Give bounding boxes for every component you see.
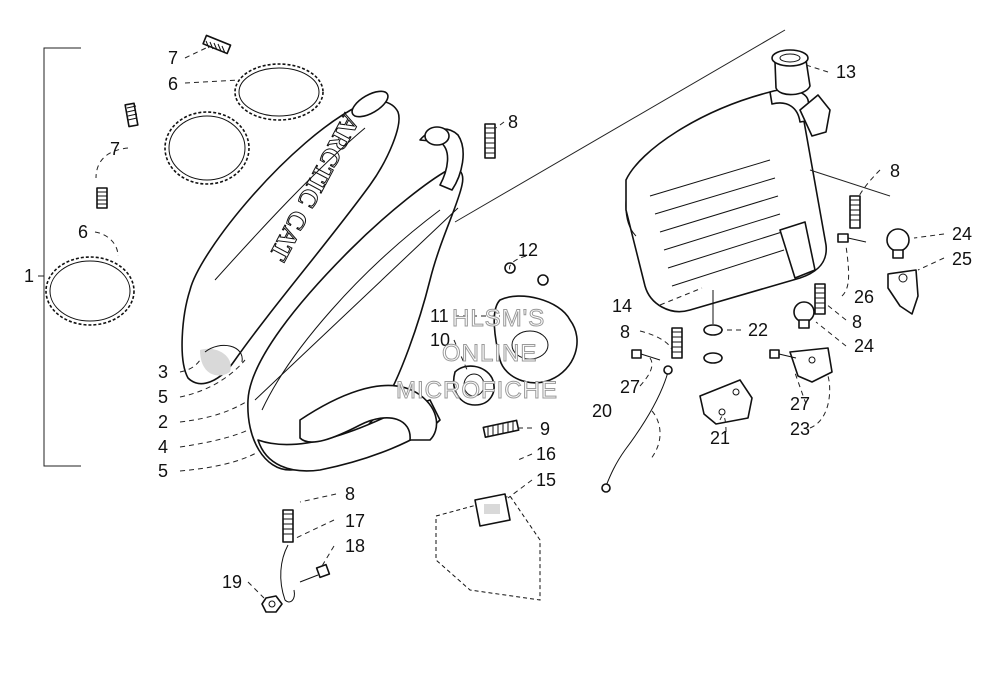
callout-19: 19 (222, 572, 242, 592)
callout-22: 22 (748, 320, 768, 340)
grommet (793, 301, 815, 329)
callout-8a: 8 (508, 112, 518, 132)
spring-icon (814, 283, 826, 315)
bolt-icon (769, 349, 797, 359)
callout-20: 20 (592, 401, 612, 421)
callout-labels: 1 2 3 4 5 5 6 6 7 7 8 8 8 8 8 9 10 11 12… (24, 48, 972, 592)
clamp-ring (234, 63, 324, 121)
spring-icon (484, 123, 496, 159)
spring-icon (671, 327, 683, 359)
spring-icon (482, 419, 520, 439)
spring-icon (202, 34, 232, 55)
callout-12: 12 (518, 240, 538, 260)
callout-3: 3 (158, 362, 168, 382)
callout-1: 1 (24, 266, 34, 286)
watermark-line-2: ONLINE (442, 340, 537, 367)
watermark-line-3: MICROFICHE (396, 377, 558, 404)
callout-13: 13 (836, 62, 856, 82)
spring-icon (124, 102, 139, 128)
frame-mount (435, 493, 541, 601)
watermark-line-1: HLSM'S (452, 305, 545, 332)
callout-8e: 8 (345, 484, 355, 504)
callout-5a: 5 (158, 387, 168, 407)
callout-9: 9 (540, 419, 550, 439)
assembly-bracket (38, 47, 81, 467)
callout-6a: 6 (168, 74, 178, 94)
callout-27b: 27 (790, 394, 810, 414)
callout-14: 14 (612, 296, 632, 316)
callout-8b: 8 (890, 161, 900, 181)
spring-icon (282, 509, 294, 543)
support-bracket (699, 379, 753, 425)
callout-10: 10 (430, 330, 450, 350)
callout-8d: 8 (852, 312, 862, 332)
air-silencer-box (625, 49, 831, 313)
callout-2: 2 (158, 412, 168, 432)
callout-11: 11 (430, 306, 449, 326)
expansion-chamber (247, 126, 464, 472)
callout-16: 16 (536, 444, 556, 464)
callout-5b: 5 (158, 461, 168, 481)
callout-25: 25 (952, 249, 972, 269)
callout-6b: 6 (78, 222, 88, 242)
support-bracket (789, 347, 833, 383)
callout-7b: 7 (110, 139, 120, 159)
spring-icon (96, 187, 108, 209)
exhaust-manifold (453, 262, 578, 406)
callout-17: 17 (345, 511, 365, 531)
watermark: HLSM'S ONLINE MICROFICHE (396, 305, 558, 405)
bolt-icon (631, 349, 661, 361)
callout-24a: 24 (952, 224, 972, 244)
leader-lines (94, 47, 945, 599)
callout-4: 4 (158, 437, 168, 457)
nut-icon (261, 595, 283, 613)
mounting-bracket (887, 269, 919, 315)
grommet (886, 228, 910, 259)
callout-18: 18 (345, 536, 365, 556)
callout-27a: 27 (620, 377, 640, 397)
retaining-cable (601, 365, 673, 493)
callout-8c: 8 (620, 322, 630, 342)
callout-23: 23 (790, 419, 810, 439)
bolt-icon (837, 233, 867, 243)
clamp-ring (164, 111, 250, 185)
spring-icon (849, 195, 861, 229)
callout-26: 26 (854, 287, 874, 307)
clamp-ring (45, 256, 135, 326)
callout-15: 15 (536, 470, 556, 490)
bolt-icon (299, 563, 331, 583)
callout-24b: 24 (854, 336, 874, 356)
callout-21: 21 (710, 428, 730, 448)
callout-7a: 7 (168, 48, 178, 68)
hook-spring (280, 544, 295, 603)
